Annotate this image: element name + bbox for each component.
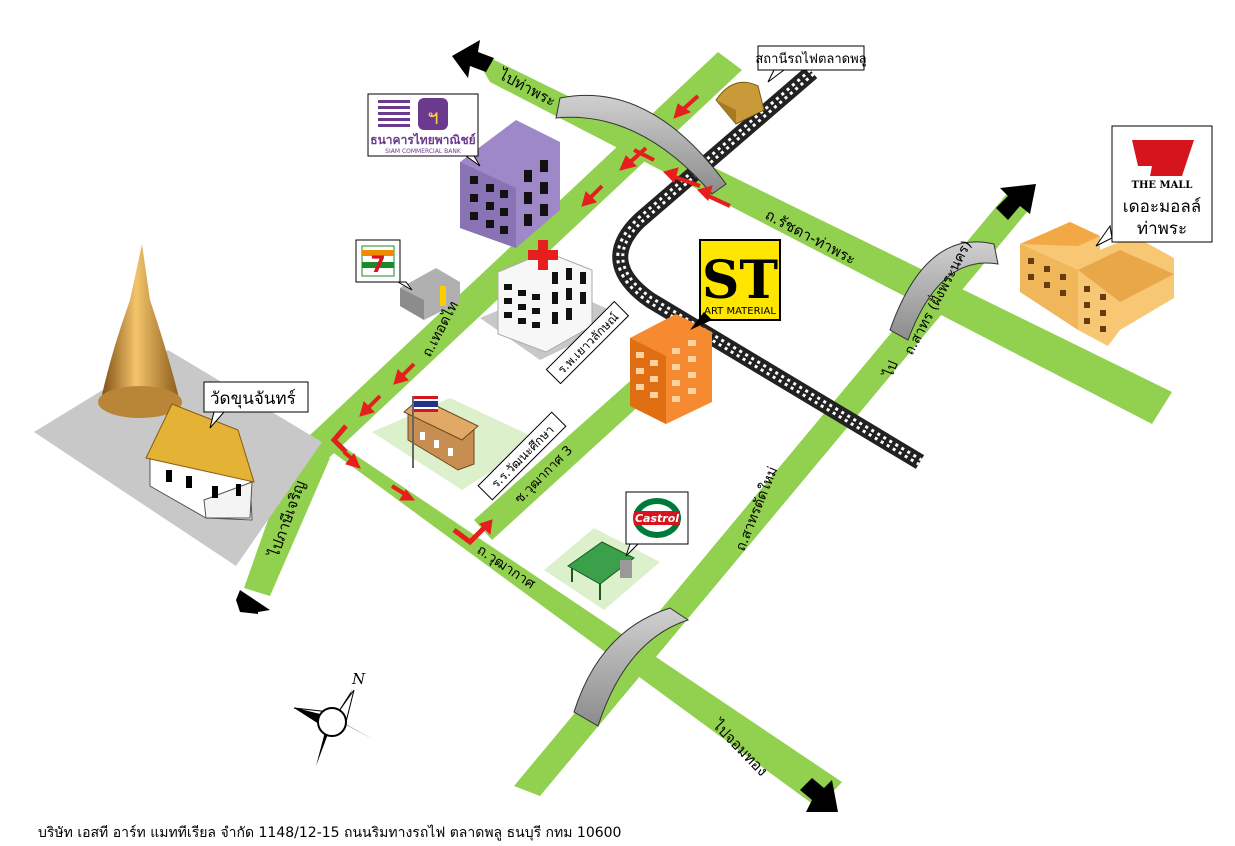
arrow-to-chom-thong bbox=[800, 778, 838, 812]
label-wutthakat: ถ.วุฒากาศ bbox=[474, 542, 538, 593]
mall-logo-icon bbox=[1132, 140, 1194, 176]
road-wutthakat bbox=[316, 440, 842, 808]
label-mall-line1: เดอะมอลล์ bbox=[1123, 197, 1201, 217]
route-arrows bbox=[330, 94, 731, 546]
seven-eleven-logo-icon: 7 bbox=[370, 253, 385, 278]
the-mall-thaphra: THE MALL เดอะมอลล์ ท่าพระ bbox=[1020, 125, 1213, 346]
label-mall-line2: ท่าพระ bbox=[1137, 219, 1187, 239]
direction-arrows bbox=[236, 40, 1036, 812]
wat-khun-chan: วัดขุนจันทร์ bbox=[34, 244, 322, 566]
compass-north-label: N bbox=[351, 670, 366, 688]
castrol-station: Castrol bbox=[544, 491, 689, 610]
thai-flag-icon bbox=[412, 396, 438, 468]
road-to-phasi-charoen bbox=[244, 452, 330, 596]
label-castrol: Castrol bbox=[635, 512, 679, 525]
arrow-to-sathorn bbox=[996, 184, 1036, 220]
bridge-ratchada bbox=[555, 94, 727, 195]
arrow-to-phasi-charoen bbox=[236, 590, 270, 614]
scb-building: ฯ ธนาคารไทยพาณิชย์ SIAM COMMERCIAL BANK bbox=[367, 93, 560, 248]
label-scb-thai: ธนาคารไทยพาณิชย์ bbox=[370, 132, 475, 147]
label-mall-logo: THE MALL bbox=[1132, 180, 1193, 191]
st-sub-label: ART MATERIAL bbox=[704, 306, 776, 317]
red-cross-icon bbox=[528, 240, 558, 270]
label-scb-en: SIAM COMMERCIAL BANK bbox=[385, 148, 462, 155]
label-station: สถานีรถไฟตลาดพลู bbox=[755, 51, 866, 67]
railway-track-icon bbox=[612, 65, 925, 469]
st-art-material-building: ST ART MATERIAL bbox=[630, 239, 781, 424]
bridge-wutthakat bbox=[573, 607, 690, 727]
north-compass-icon: N bbox=[293, 670, 374, 766]
company-address: บริษัท เอสที อาร์ท แมททีเรียล จำกัด 1148… bbox=[38, 825, 622, 841]
road-soi-wutthakat-3 bbox=[474, 374, 654, 540]
st-logo: ST bbox=[702, 250, 779, 311]
wattana-suksa-school: ร.ร.วัฒนะศึกษา bbox=[372, 396, 567, 501]
label-wat: วัดขุนจันทร์ bbox=[210, 389, 296, 409]
road-thoet-thai bbox=[292, 52, 742, 470]
bridges bbox=[555, 94, 999, 727]
scb-logo-mark: ฯ bbox=[427, 105, 438, 129]
talat-phlu-station: สถานีรถไฟตลาดพลู bbox=[715, 45, 867, 125]
bridge-sathorn bbox=[889, 241, 999, 341]
seven-eleven-shop: 7 bbox=[355, 239, 460, 320]
arrow-to-thaphra bbox=[452, 40, 494, 78]
label-sathorn-to: ไป bbox=[880, 358, 902, 380]
